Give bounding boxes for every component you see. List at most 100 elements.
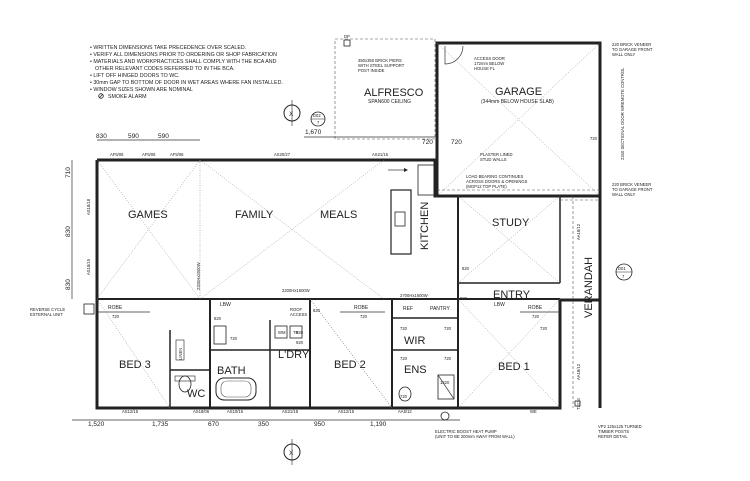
room-bed2: BED 2 xyxy=(334,359,366,371)
room-alfresco: ALFRESCO xyxy=(364,87,424,99)
dim-room-820b: 820 xyxy=(214,316,222,321)
dimensions: 830 590 590 710 830 830 1,520 1,735 670 … xyxy=(65,133,598,428)
fixtures: WM TR LINEN xyxy=(174,325,455,402)
note-4: OTHER RELEVANT CODES REFERRED TO IN THE … xyxy=(95,66,235,72)
veneer-top-note-3: WALL ONLY xyxy=(612,52,636,57)
opening3-label: 2700Hx1600W xyxy=(400,293,428,298)
detail-d02-n: 7 xyxy=(317,120,320,125)
garage: GARAGE (344mm BELOW HOUSE SLAB) ACCESS D… xyxy=(435,41,653,198)
detail-d02: D02 xyxy=(313,113,321,118)
window-as21-18: AS21/18 xyxy=(282,409,299,414)
access-door-note-3: HOUSE FL xyxy=(474,66,496,71)
smoke-alarm-icon xyxy=(98,93,104,99)
window-af-mid: AF5/06 xyxy=(142,152,156,157)
window-aa5-12: AA5/12 xyxy=(398,409,412,414)
ref-label: REF xyxy=(403,306,413,312)
veneer-top-note-1: 220 BRICK VENEER xyxy=(612,42,651,47)
reverse-cycle-1: REVERSE CYCLE xyxy=(30,307,65,312)
dim-study-820: 820 xyxy=(462,266,470,271)
dim-room-820c: 820 xyxy=(460,296,468,301)
window-as12-15: AS12/15 xyxy=(122,409,139,414)
room-kitchen: KITCHEN xyxy=(419,202,431,250)
trough-label: TR xyxy=(293,330,299,335)
dim-bed1-720: 720 xyxy=(540,326,548,331)
brick-piers-note-3: POST INSIDE xyxy=(358,68,385,73)
load-bearing-3: (MGP12 TOP PLATE) xyxy=(466,184,507,189)
section-x-bottom: X xyxy=(289,450,294,457)
dim-bath-720: 720 xyxy=(230,336,238,341)
dim-bottom-4: 350 xyxy=(258,421,269,428)
vp2-note-3: REFER DETAIL xyxy=(598,434,628,439)
brick-piers-note-1: 350x350 BRICK PIERS xyxy=(358,58,402,63)
roof-access-label-1: ROOF xyxy=(290,307,303,312)
window-af-right: AF5/06 xyxy=(170,152,184,157)
dp-label: DP xyxy=(344,34,350,39)
window-as10-15: AS10/15 xyxy=(227,409,244,414)
access-door-note-2: 172mm BELOW xyxy=(474,61,504,66)
dim-bottom-6: 1,190 xyxy=(370,421,387,428)
washing-machine-icon xyxy=(274,325,288,339)
window-t2124: T2124 xyxy=(576,397,581,410)
sink-icon xyxy=(394,211,406,227)
ac-unit-icon xyxy=(83,303,95,315)
window-as21-15: AS21/15 xyxy=(372,152,389,157)
heat-pump-1: ELECTRIC BOOST HEAT PUMP xyxy=(435,429,497,434)
pantry-label: PANTRY xyxy=(430,306,450,312)
dim-top-2: 590 xyxy=(128,133,139,140)
window-af-left: AF5/06 xyxy=(110,152,124,157)
timber-post-icon xyxy=(574,400,581,407)
section-x-top: X xyxy=(289,111,294,118)
note-7: • WINDOW SIZES SHOWN ARE NOMINAL xyxy=(90,87,193,93)
window-as12-15-b: AS12/15 xyxy=(338,409,355,414)
wm-label: WM xyxy=(278,330,286,335)
load-bearing-1: LOAD BEARING CONTINUES xyxy=(466,174,523,179)
roof-access-label-2: ACCESS xyxy=(290,312,307,317)
dim-top-3: 590 xyxy=(158,133,169,140)
dim-garage-720: 720 xyxy=(590,136,598,141)
robe-bed2: ROBE xyxy=(354,305,369,311)
dim-room-720b: 720 xyxy=(444,326,452,331)
dim-room-720: 720 xyxy=(400,326,408,331)
vanity-icon xyxy=(213,325,227,345)
room-laundry: L'DRY xyxy=(278,349,310,361)
room-games: GAMES xyxy=(128,209,168,221)
dim-ens-720: 720 xyxy=(444,356,452,361)
ens-toilet-icon xyxy=(398,386,412,402)
opening2-label: 2200Hx2000W xyxy=(196,262,201,290)
load-bearing-2: ACROSS DOORS & OPENINGS xyxy=(466,179,528,184)
window-labels: AF5/06 AF5/06 AF5/06 AS20/27 AS21/15 AS1… xyxy=(86,152,581,414)
heat-pump-2: (UNIT TO BE 200mm AWAY FROM WALL) xyxy=(435,434,515,439)
veneer-mid-note-1: 220 BRICK VENEER xyxy=(612,182,651,187)
room-entry: ENTRY xyxy=(493,289,531,301)
room-wir: WIR xyxy=(404,335,425,347)
alfresco-ceiling: SPAN600 CEILING xyxy=(368,99,411,105)
dim-left-2: 830 xyxy=(65,226,72,237)
kitchen-bench: KITCHEN xyxy=(388,164,435,255)
detail-d01: D01 xyxy=(618,266,626,271)
dim-robe-720b: 720 xyxy=(360,314,368,319)
room-garage: GARAGE xyxy=(495,86,542,98)
room-family: FAMILY xyxy=(235,209,274,221)
vp2-note-2: TIMBER POSTS xyxy=(598,429,629,434)
window-as18-06: AS18/06 xyxy=(193,409,210,414)
veneer-mid-note-2: TO GARAGE FRONT xyxy=(612,187,653,192)
window-aa18-12-b: AA18/12 xyxy=(576,363,581,380)
note-3: • MATERIALS AND WORKPRACTICES SHALL COMP… xyxy=(90,59,277,65)
dim-robe-720c: 720 xyxy=(532,314,540,319)
dim-bottom-2: 1,735 xyxy=(152,421,169,428)
dim-top-gap: 1,670 xyxy=(305,129,322,136)
room-verandah: VERANDAH xyxy=(583,257,595,318)
room-study: STUDY xyxy=(492,217,530,229)
dim-top-1: 830 xyxy=(96,133,107,140)
alfresco-area: DP 350x350 BRICK PIERS WITH STEEL SUPPOR… xyxy=(304,34,436,146)
room-ens: ENS xyxy=(404,364,427,376)
reverse-cycle-2: EXTERNAL UNIT xyxy=(30,312,63,317)
dim-bottom-3: 670 xyxy=(208,421,219,428)
dim-top-720a: 720 xyxy=(422,139,433,146)
dim-bottom-5: 950 xyxy=(314,421,325,428)
opening-label: 2200Hx1600W xyxy=(282,288,310,293)
note-6: • 30mm GAP TO BOTTOM OF DOOR IN WET AREA… xyxy=(90,80,283,86)
brick-pier xyxy=(343,39,351,47)
dim-ens-1220: 1220 xyxy=(440,380,450,385)
